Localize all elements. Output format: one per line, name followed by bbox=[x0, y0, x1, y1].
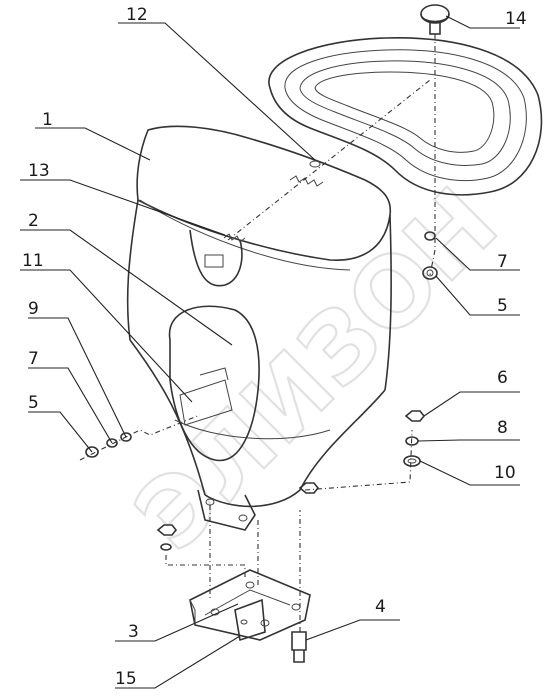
base-nuts bbox=[156, 524, 246, 580]
leader-11 bbox=[20, 269, 193, 403]
lid bbox=[268, 37, 543, 196]
label-2: 2 bbox=[28, 211, 39, 231]
upper-right-fasteners bbox=[422, 231, 438, 280]
leader-6 bbox=[423, 391, 520, 417]
label-11: 11 bbox=[22, 251, 44, 271]
leader-12 bbox=[118, 22, 316, 161]
label-1: 1 bbox=[42, 110, 53, 130]
part-labels: 14 12 1 13 2 11 9 7 5 7 5 6 8 10 4 3 15 bbox=[22, 5, 527, 689]
leader-9 bbox=[28, 317, 127, 438]
label-12: 12 bbox=[126, 5, 148, 25]
label-13: 13 bbox=[28, 161, 50, 181]
base-bracket bbox=[189, 569, 311, 642]
watermark: ЭЛИЗОН bbox=[113, 166, 520, 573]
label-9: 9 bbox=[28, 299, 39, 319]
leader-7a bbox=[28, 367, 113, 444]
label-4: 4 bbox=[375, 597, 386, 617]
label-6: 6 bbox=[497, 368, 508, 388]
leader-8 bbox=[417, 439, 520, 442]
knob bbox=[420, 4, 450, 35]
leader-14 bbox=[445, 15, 520, 29]
label-5b: 5 bbox=[497, 296, 508, 316]
leader-3 bbox=[115, 603, 239, 642]
label-10: 10 bbox=[494, 463, 516, 483]
spring-axis bbox=[227, 79, 431, 241]
label-15: 15 bbox=[115, 669, 137, 689]
leader-15 bbox=[115, 635, 241, 689]
leader-7b bbox=[435, 237, 520, 271]
hopper-body bbox=[126, 125, 392, 531]
leader-13 bbox=[20, 179, 226, 236]
leader-5a bbox=[28, 411, 93, 453]
label-7a: 7 bbox=[28, 349, 39, 369]
label-3: 3 bbox=[128, 622, 139, 642]
bolt bbox=[291, 510, 307, 663]
left-fasteners bbox=[79, 414, 201, 461]
leader-5b bbox=[435, 275, 520, 316]
label-14: 14 bbox=[505, 9, 527, 29]
leader-4 bbox=[305, 619, 400, 641]
label-5a: 5 bbox=[28, 393, 39, 413]
leader-2 bbox=[20, 229, 233, 346]
spring-lower bbox=[223, 233, 246, 243]
leader-1 bbox=[35, 127, 151, 161]
label-8: 8 bbox=[497, 418, 508, 438]
leader-lines bbox=[20, 15, 520, 689]
spring-upper bbox=[289, 160, 324, 187]
label-7b: 7 bbox=[497, 252, 508, 272]
leader-10 bbox=[419, 460, 520, 486]
watermark-text: ЭЛИЗОН bbox=[114, 167, 519, 572]
